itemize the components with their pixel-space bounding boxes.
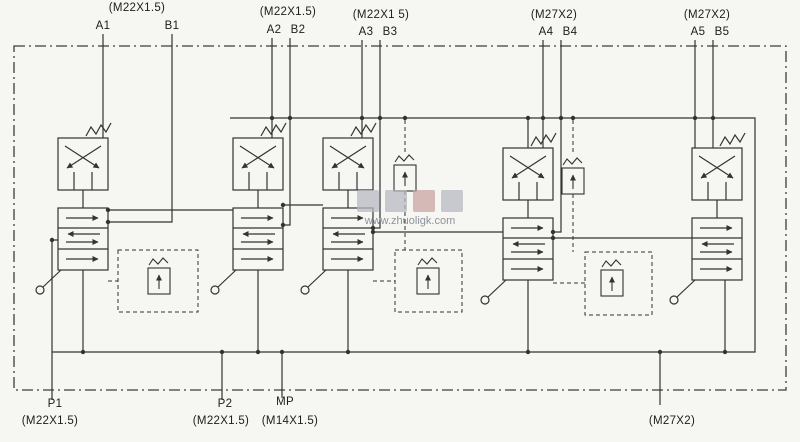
thread-label-3: (M22X1 5) [352,9,410,21]
port-lines [51,34,714,405]
port-label-b5: B5 [714,26,730,38]
thread-label-mp: (M14X1.5) [261,415,319,427]
check-valve-4 [562,158,584,194]
port-label-b1: B1 [164,20,180,32]
port-label-b4: B4 [562,26,578,38]
port-label-mp: MP [276,396,294,408]
port-label-a2: A2 [266,24,282,36]
watermark: www.zhuoligk.com [336,190,484,227]
relief-valve-4 [601,260,623,296]
valve-section-5 [670,133,745,304]
bus-lines [52,117,756,353]
thread-label-4: (M27X2) [530,9,578,21]
valve-section-1 [36,123,111,294]
watermark-logo [336,190,484,212]
relief-valve-1 [148,258,170,294]
thread-label-t: (M27X2) [648,415,696,427]
junction-dots [49,115,728,355]
enclosure-border [13,45,787,391]
port-label-a3: A3 [358,26,374,38]
port-label-b2: B2 [290,24,306,36]
valve-section-2 [211,123,286,294]
thread-label-5: (M27X2) [683,9,731,21]
thread-label-p1: (M22X1.5) [21,415,79,427]
port-label-a1: A1 [95,20,111,32]
thread-label-1: (M22X1.5) [108,2,166,14]
thread-label-p2: (M22X1.5) [192,415,250,427]
watermark-url: www.zhuoligk.com [364,215,456,227]
port-label-a5: A5 [690,26,706,38]
port-label-a4: A4 [538,26,554,38]
relief-valve-3 [417,258,439,294]
port-label-b3: B3 [382,26,398,38]
port-label-p2: P2 [217,398,233,410]
port-label-p1: P1 [47,398,63,410]
thread-label-2: (M22X1.5) [259,6,317,18]
check-valve-3 [394,155,416,191]
valve-section-4 [481,133,556,304]
